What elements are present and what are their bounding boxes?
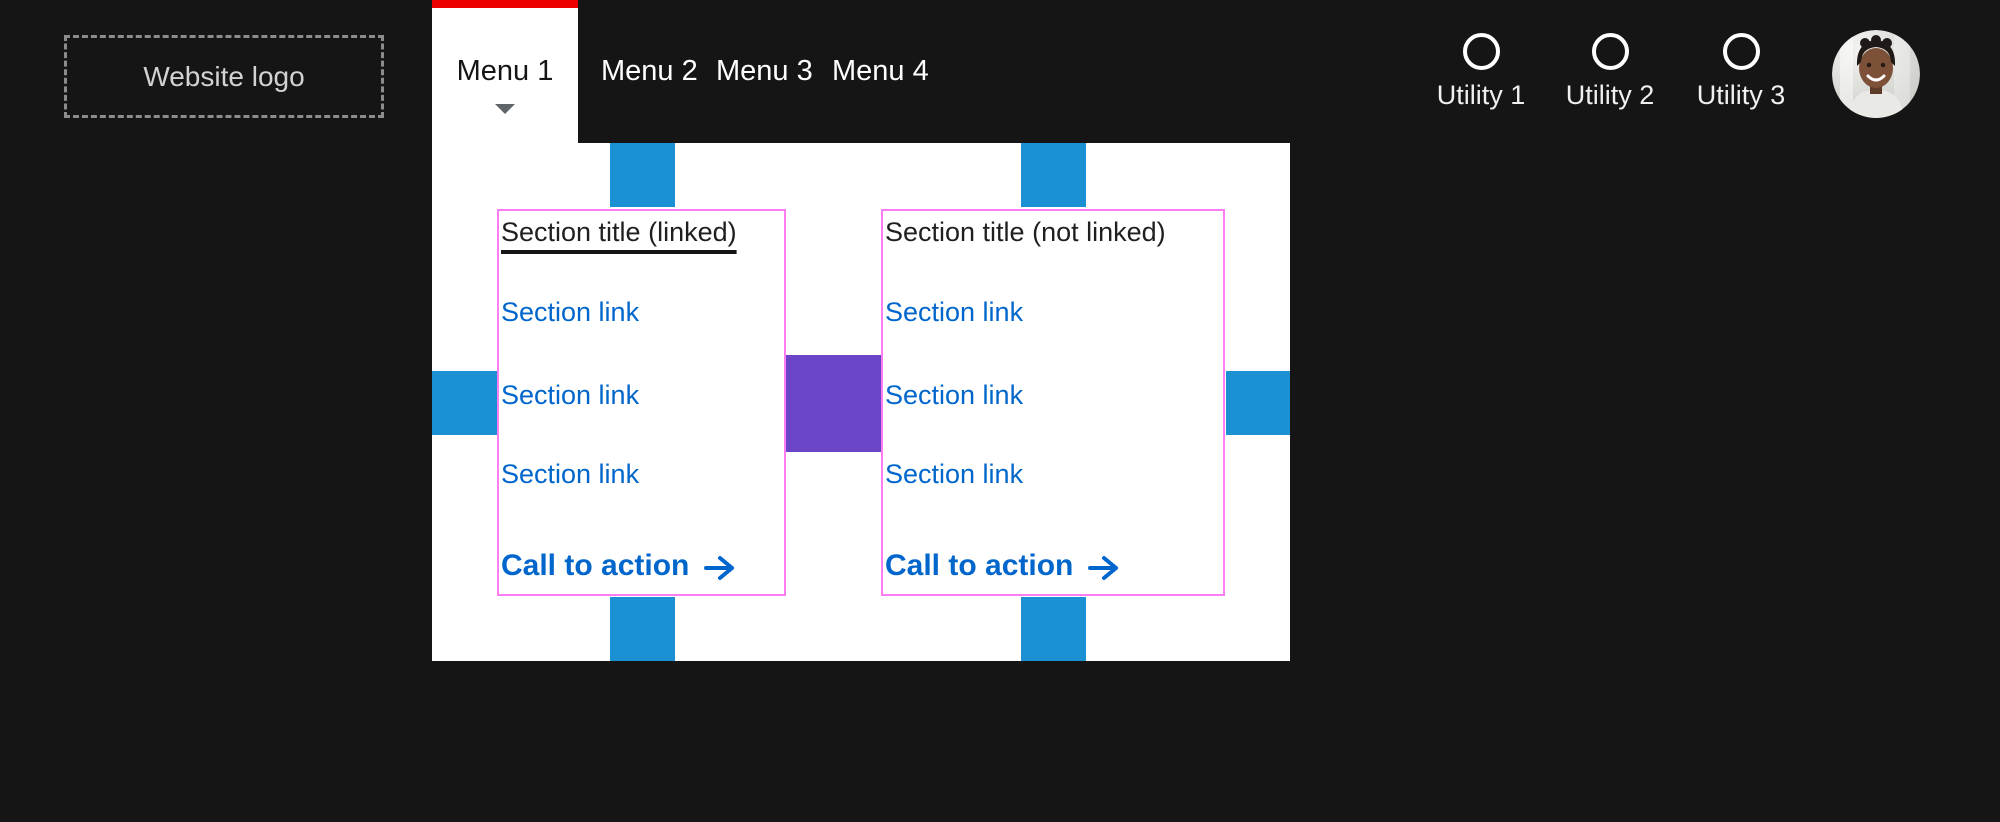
avatar-image <box>1832 30 1920 118</box>
call-to-action-label: Call to action <box>885 549 1074 582</box>
call-to-action-link[interactable]: Call to action <box>501 547 737 585</box>
nav-item-menu-3[interactable]: Menu 3 <box>716 55 813 87</box>
call-to-action-link[interactable]: Call to action <box>885 547 1121 585</box>
website-logo-label: Website logo <box>143 60 305 92</box>
utility-button-2[interactable]: Utility 2 <box>1545 33 1675 111</box>
masthead: Website logo Menu 1 Menu 2 Menu 3 Menu 4… <box>0 0 2000 143</box>
nav-item-menu-2[interactable]: Menu 2 <box>601 55 698 87</box>
spacing-marker-gutter <box>786 355 881 452</box>
mega-menu-section-not-linked: Section title (not linked) Section link … <box>881 209 1225 596</box>
section-link[interactable]: Section link <box>501 297 640 327</box>
utility-3-label: Utility 3 <box>1696 80 1786 110</box>
arrow-right-icon <box>704 555 735 580</box>
section-link[interactable]: Section link <box>885 297 1024 327</box>
user-avatar[interactable] <box>1832 30 1920 118</box>
circle-icon <box>1591 33 1629 70</box>
utility-2-label: Utility 2 <box>1565 80 1655 110</box>
spacing-marker <box>432 371 497 435</box>
active-tab-indicator <box>432 0 578 8</box>
chevron-down-icon <box>495 104 515 114</box>
section-link[interactable]: Section link <box>885 459 1024 489</box>
spacing-marker <box>1021 143 1086 207</box>
nav-item-menu-1-label: Menu 1 <box>456 55 554 87</box>
spacing-marker <box>1226 371 1290 435</box>
mega-menu-section-linked: Section title (linked) Section link Sect… <box>497 209 786 596</box>
spacing-marker <box>1021 597 1086 661</box>
call-to-action-label: Call to action <box>501 549 690 582</box>
section-link[interactable]: Section link <box>885 380 1024 410</box>
utility-button-1[interactable]: Utility 1 <box>1416 33 1546 111</box>
nav-item-menu-1[interactable]: Menu 1 <box>432 0 578 143</box>
spacing-marker <box>610 143 675 207</box>
utility-button-3[interactable]: Utility 3 <box>1676 33 1806 111</box>
website-logo[interactable]: Website logo <box>64 35 384 118</box>
spacing-marker <box>610 597 675 661</box>
section-title: Section title (not linked) <box>885 217 1166 247</box>
section-link[interactable]: Section link <box>501 459 640 489</box>
circle-icon <box>1722 33 1760 70</box>
circle-icon <box>1462 33 1500 70</box>
utility-1-label: Utility 1 <box>1436 80 1526 110</box>
section-title-link[interactable]: Section title (linked) <box>501 217 737 247</box>
arrow-right-icon <box>1088 555 1119 580</box>
nav-item-menu-4[interactable]: Menu 4 <box>832 55 929 87</box>
section-link[interactable]: Section link <box>501 380 640 410</box>
